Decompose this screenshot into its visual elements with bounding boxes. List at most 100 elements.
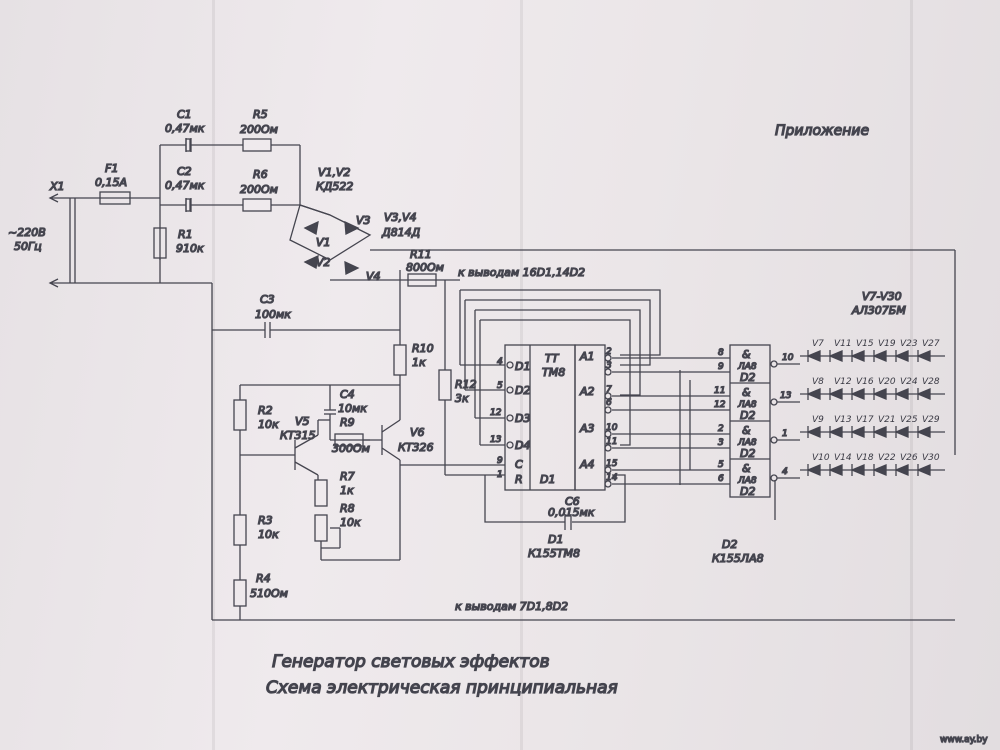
d2-g3-label: D2 [740, 447, 755, 460]
led-label: V29 [922, 415, 940, 425]
d2-g1-label: D2 [740, 371, 755, 384]
r11-value: 800Ом [406, 261, 444, 274]
led-label: V10 [812, 453, 830, 463]
r4-name: R4 [256, 572, 271, 585]
led-diode-icon [828, 426, 843, 438]
mains-input: X1 ~220В 50Гц [7, 179, 212, 288]
r8-name: R8 [340, 502, 355, 515]
d1-out-a4: A4 [579, 458, 595, 471]
d2-g1-name: ЛА8 [737, 362, 757, 372]
led-diode-icon [916, 426, 931, 438]
x1-label: X1 [49, 180, 65, 193]
mains-frequency-label: 50Гц [14, 240, 42, 253]
c2-value: 0,47мк [165, 179, 205, 192]
d1-pin-13: 13 [490, 435, 502, 445]
r12-value: 3к [455, 392, 469, 405]
d1-label: D1 [548, 533, 563, 546]
r4-value: 510Ом [250, 587, 288, 600]
diode-bridge: V1 V2 V3 V4 V1,V2 КД522 V3,V4 Д814Д [289, 165, 421, 284]
led-diode-icon [828, 464, 843, 476]
d2-label: D2 [722, 538, 737, 551]
d1-pin-11: 11 [606, 437, 617, 447]
f1-value: 0,15А [95, 176, 127, 189]
d2-g4-name: ЛА8 [737, 476, 757, 486]
r11-name: R11 [410, 248, 432, 261]
led-diode-icon [850, 464, 865, 476]
d1-inner-name: D1 [540, 473, 555, 486]
capacitor-c3: C3 100мк [211, 283, 400, 620]
d1-out-a2: A2 [579, 385, 595, 398]
ground-note: к выводам 7D1,8D2 [455, 600, 568, 613]
c3-value: 100мк [255, 308, 291, 321]
r10-name: R10 [412, 342, 434, 355]
d1-to-d2-wires [612, 357, 730, 485]
led-label: V22 [878, 453, 896, 463]
d1-pin-7: 7 [606, 385, 612, 395]
d1-in-d3: D3 [515, 412, 530, 425]
d1-out-a3: A3 [579, 422, 595, 435]
v12-name: V1,V2 [318, 166, 351, 179]
led-label: V19 [878, 339, 896, 349]
led-diode-icon [828, 350, 843, 362]
c4-value: 10мк [338, 402, 367, 415]
capacitor-c6: C6 0,015мк [484, 474, 626, 530]
d2-type: К155ЛА8 [712, 552, 764, 565]
led-diode-icon [806, 350, 821, 362]
d1-pin-15: 15 [606, 459, 618, 469]
d2-g3-name: ЛА8 [737, 438, 757, 448]
led-diode-icon [916, 388, 931, 400]
led-label: V28 [922, 377, 940, 387]
r9-value: 300Ом [332, 442, 370, 455]
led-label: V21 [878, 415, 896, 425]
r5-value: 200Ом [240, 123, 278, 136]
r6-name: R6 [253, 168, 268, 181]
oscillator-section: R2 10к V5 КТ315 C4 10мк R9 300Ом V6 КТ32… [212, 384, 955, 621]
d2-g4-label: D2 [740, 485, 755, 498]
led-diode-icon [850, 426, 865, 438]
r6-value: 200Ом [240, 183, 278, 196]
d2-pin-11: 11 [714, 386, 725, 396]
d1-in-d4: D4 [515, 439, 530, 452]
v3-label: V3 [356, 214, 371, 227]
led-label: V18 [856, 453, 874, 463]
d1-pin-10: 10 [606, 423, 618, 433]
led-diode-icon [916, 464, 931, 476]
led-diode-icon [850, 350, 865, 362]
d2-pin-2: 2 [718, 424, 724, 434]
d2-pin-5: 5 [718, 460, 724, 470]
d2-out-4: 4 [782, 467, 788, 477]
title-line-2: Схема электрическая принципиальная [266, 678, 618, 698]
led-label: V13 [834, 415, 852, 425]
led-diode-icon [872, 426, 887, 438]
fold-crease-middle [520, 0, 523, 750]
led-label: V9 [812, 415, 824, 425]
v5-name: V5 [295, 415, 310, 428]
c1-name: C1 [177, 108, 192, 121]
r10-value: 1к [412, 356, 426, 369]
led-label: V24 [900, 377, 918, 387]
d1-type: К155ТМ8 [528, 547, 580, 560]
fold-crease-left [212, 0, 215, 750]
d2-out-13: 13 [780, 391, 792, 401]
v6-value: КТ326 [398, 441, 434, 454]
led-diode-icon [806, 464, 821, 476]
d1-in-r: R [515, 473, 523, 486]
d2-g3-sym: & [742, 424, 751, 437]
d2-pin-6: 6 [718, 474, 724, 484]
r7-name: R7 [340, 470, 355, 483]
led-diode-icon [872, 350, 887, 362]
resistor-r1: R1 910к [153, 227, 205, 283]
led-diode-icon [872, 464, 887, 476]
resistor-r10: R10 1к [393, 341, 434, 420]
resistor-r12: R12 3к [400, 280, 505, 476]
d1-pin-6: 6 [606, 398, 612, 408]
d1-in-d2: D2 [515, 384, 530, 397]
fold-crease-right [910, 0, 913, 750]
d2-pin-8: 8 [718, 348, 724, 358]
d1-in-d1: D1 [515, 360, 530, 373]
led-diode-icon [916, 350, 931, 362]
r2-value: 10к [258, 418, 279, 431]
